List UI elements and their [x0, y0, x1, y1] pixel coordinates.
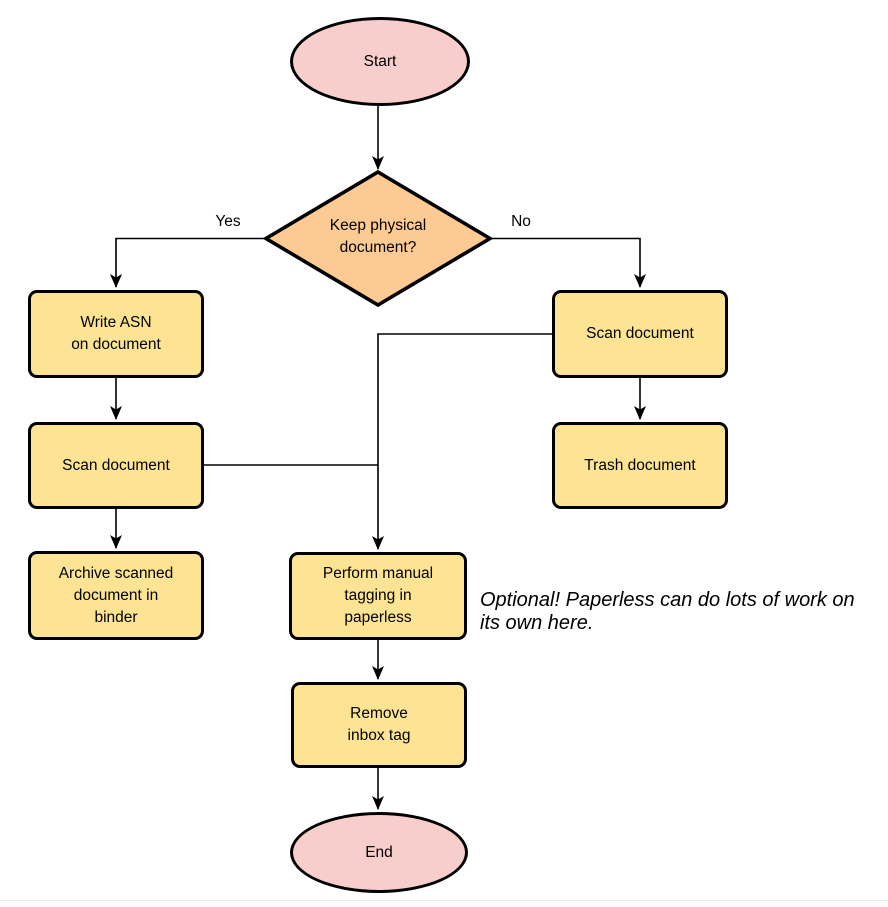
node-trash-document: Trash document — [552, 422, 728, 509]
node-end-label: End — [365, 843, 393, 861]
node-start: Start — [290, 17, 470, 106]
bottom-strip — [0, 901, 888, 907]
node-manual-tagging-label: Perform manual tagging in paperless — [322, 565, 434, 626]
node-remove-inbox-tag-label: Remove inbox tag — [347, 705, 411, 744]
node-write-asn: Write ASN on document — [28, 290, 204, 378]
note-optional: Optional! Paperless can do lots of work … — [480, 589, 855, 634]
node-trash-document-label: Trash document — [584, 456, 696, 474]
node-archive-document-label: Archive scanned document in binder — [58, 564, 174, 626]
node-decision-label: Keep physical document? — [329, 217, 427, 256]
edge-label-yes: Yes — [215, 213, 241, 230]
edge-label-no: No — [511, 213, 531, 230]
node-end: End — [290, 812, 468, 893]
edge-decision-no-to-scan-right — [490, 237, 646, 288]
node-start-label: Start — [363, 52, 397, 70]
node-scan-document-left: Scan document — [28, 422, 204, 509]
node-remove-inbox-tag: Remove inbox tag — [291, 682, 467, 768]
edge-decision-yes-to-write-asn — [110, 237, 266, 288]
node-scan-document-left-label: Scan document — [62, 456, 170, 474]
node-archive-document: Archive scanned document in binder — [28, 551, 204, 640]
decision-diamond-shape — [262, 169, 494, 308]
edge-scan-right-to-tagging — [372, 333, 552, 550]
node-write-asn-label: Write ASN on document — [71, 314, 161, 353]
node-scan-document-right-label: Scan document — [586, 325, 694, 342]
node-scan-document-right: Scan document — [552, 290, 728, 378]
bottom-divider — [0, 900, 888, 901]
node-manual-tagging: Perform manual tagging in paperless — [289, 552, 467, 640]
